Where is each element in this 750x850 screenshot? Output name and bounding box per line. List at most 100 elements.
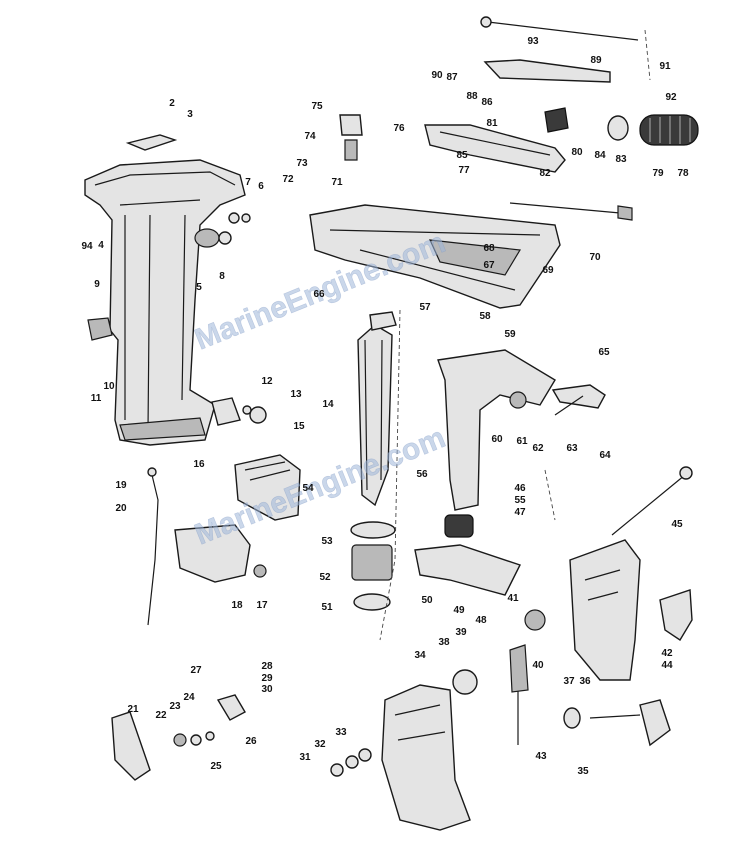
callout-2: 2 xyxy=(169,98,175,109)
callout-54: 54 xyxy=(302,483,314,494)
callout-48: 48 xyxy=(475,615,487,626)
callout-40: 40 xyxy=(532,660,544,671)
nuts-31-33 xyxy=(330,748,372,777)
callout-69: 69 xyxy=(542,265,554,276)
clamp-screw-43 xyxy=(509,644,529,745)
callout-45: 45 xyxy=(671,519,683,530)
callout-87: 87 xyxy=(446,72,458,83)
callout-83: 83 xyxy=(615,154,627,165)
callout-77: 77 xyxy=(458,165,470,176)
callout-68: 68 xyxy=(483,243,495,254)
twist-grip-78 xyxy=(607,114,699,146)
callout-81: 81 xyxy=(486,118,498,129)
callout-11: 11 xyxy=(91,393,102,404)
callout-5: 5 xyxy=(196,282,202,293)
callout-18: 18 xyxy=(231,600,243,611)
callout-71: 71 xyxy=(331,177,343,188)
callout-7: 7 xyxy=(245,177,251,188)
callout-74: 74 xyxy=(304,131,316,142)
callout-72: 72 xyxy=(282,174,294,185)
tilt-lever-63-64 xyxy=(551,384,606,416)
dashed-guide-lines xyxy=(379,29,651,641)
callout-43: 43 xyxy=(535,751,547,762)
friction-rod-70 xyxy=(509,202,633,221)
shift-rod-20 xyxy=(147,467,159,626)
callout-10: 10 xyxy=(103,381,115,392)
callout-23: 23 xyxy=(169,701,181,712)
callout-58: 58 xyxy=(479,311,491,322)
callout-29: 29 xyxy=(261,673,273,684)
callout-34: 34 xyxy=(414,650,426,661)
callout-63: 63 xyxy=(566,443,578,454)
exhaust-cover-16 xyxy=(234,454,301,521)
callout-80: 80 xyxy=(571,147,583,158)
callout-3: 3 xyxy=(187,109,193,120)
callout-20: 20 xyxy=(115,503,127,514)
callout-17: 17 xyxy=(256,600,268,611)
drive-shaft-housing xyxy=(84,159,246,446)
reverse-lock-21 xyxy=(111,711,215,781)
callout-66: 66 xyxy=(313,289,325,300)
swivel-bracket-60 xyxy=(437,349,556,538)
callout-90: 90 xyxy=(431,70,443,81)
callout-labels: 2345678910111213141516171819202122232425… xyxy=(81,36,689,777)
callout-38: 38 xyxy=(438,637,450,648)
callout-86: 86 xyxy=(481,97,493,108)
callout-92: 92 xyxy=(665,92,677,103)
callout-56: 56 xyxy=(416,469,428,480)
thrust-plate-50 xyxy=(414,544,521,596)
bolt-75 xyxy=(339,114,363,161)
callout-33: 33 xyxy=(335,727,347,738)
callout-44: 44 xyxy=(661,660,673,671)
callout-14: 14 xyxy=(322,399,334,410)
callout-93: 93 xyxy=(527,36,539,47)
callout-78: 78 xyxy=(677,168,689,179)
callout-64: 64 xyxy=(599,450,611,461)
callout-84: 84 xyxy=(594,150,606,161)
clamp-screw-35 xyxy=(563,699,671,747)
callout-9: 9 xyxy=(94,279,100,290)
callout-32: 32 xyxy=(314,739,326,750)
steering-arm-column xyxy=(357,311,397,507)
callout-15: 15 xyxy=(293,421,305,432)
callout-36: 36 xyxy=(579,676,591,687)
top-plate xyxy=(125,134,178,151)
callout-62: 62 xyxy=(532,443,544,454)
callout-42: 42 xyxy=(661,648,673,659)
transom-clamp-right-44 xyxy=(569,539,693,681)
washer-38 xyxy=(452,609,546,695)
callout-76: 76 xyxy=(393,123,405,134)
callout-28: 28 xyxy=(261,661,273,672)
mount-rubber-9 xyxy=(87,317,241,426)
callout-91: 91 xyxy=(659,61,671,72)
callout-70: 70 xyxy=(589,252,601,263)
callout-31: 31 xyxy=(299,752,311,763)
lever-26-27 xyxy=(216,694,246,721)
throttle-rod-93 xyxy=(480,16,639,41)
callout-85: 85 xyxy=(456,150,468,161)
bushing-set-51-53 xyxy=(350,521,396,611)
lower-cover-18 xyxy=(174,524,267,583)
callout-94: 94 xyxy=(81,241,93,252)
callout-52: 52 xyxy=(319,572,331,583)
callout-49: 49 xyxy=(453,605,465,616)
callout-75: 75 xyxy=(311,101,323,112)
tiller-handle-81 xyxy=(424,107,569,173)
callout-46: 46 xyxy=(514,483,526,494)
callout-59: 59 xyxy=(504,329,516,340)
callout-25: 25 xyxy=(210,761,222,772)
callout-16: 16 xyxy=(193,459,205,470)
callout-50: 50 xyxy=(421,595,433,606)
callout-4: 4 xyxy=(98,240,104,251)
callout-53: 53 xyxy=(321,536,333,547)
throttle-link-89 xyxy=(483,59,611,83)
callout-51: 51 xyxy=(321,602,333,613)
callout-37: 37 xyxy=(563,676,575,687)
callout-24: 24 xyxy=(183,692,195,703)
callout-65: 65 xyxy=(598,347,610,358)
callout-88: 88 xyxy=(466,91,478,102)
callout-39: 39 xyxy=(455,627,467,638)
callout-41: 41 xyxy=(507,593,519,604)
watermark-lower: MarineEngine.com xyxy=(190,421,450,552)
